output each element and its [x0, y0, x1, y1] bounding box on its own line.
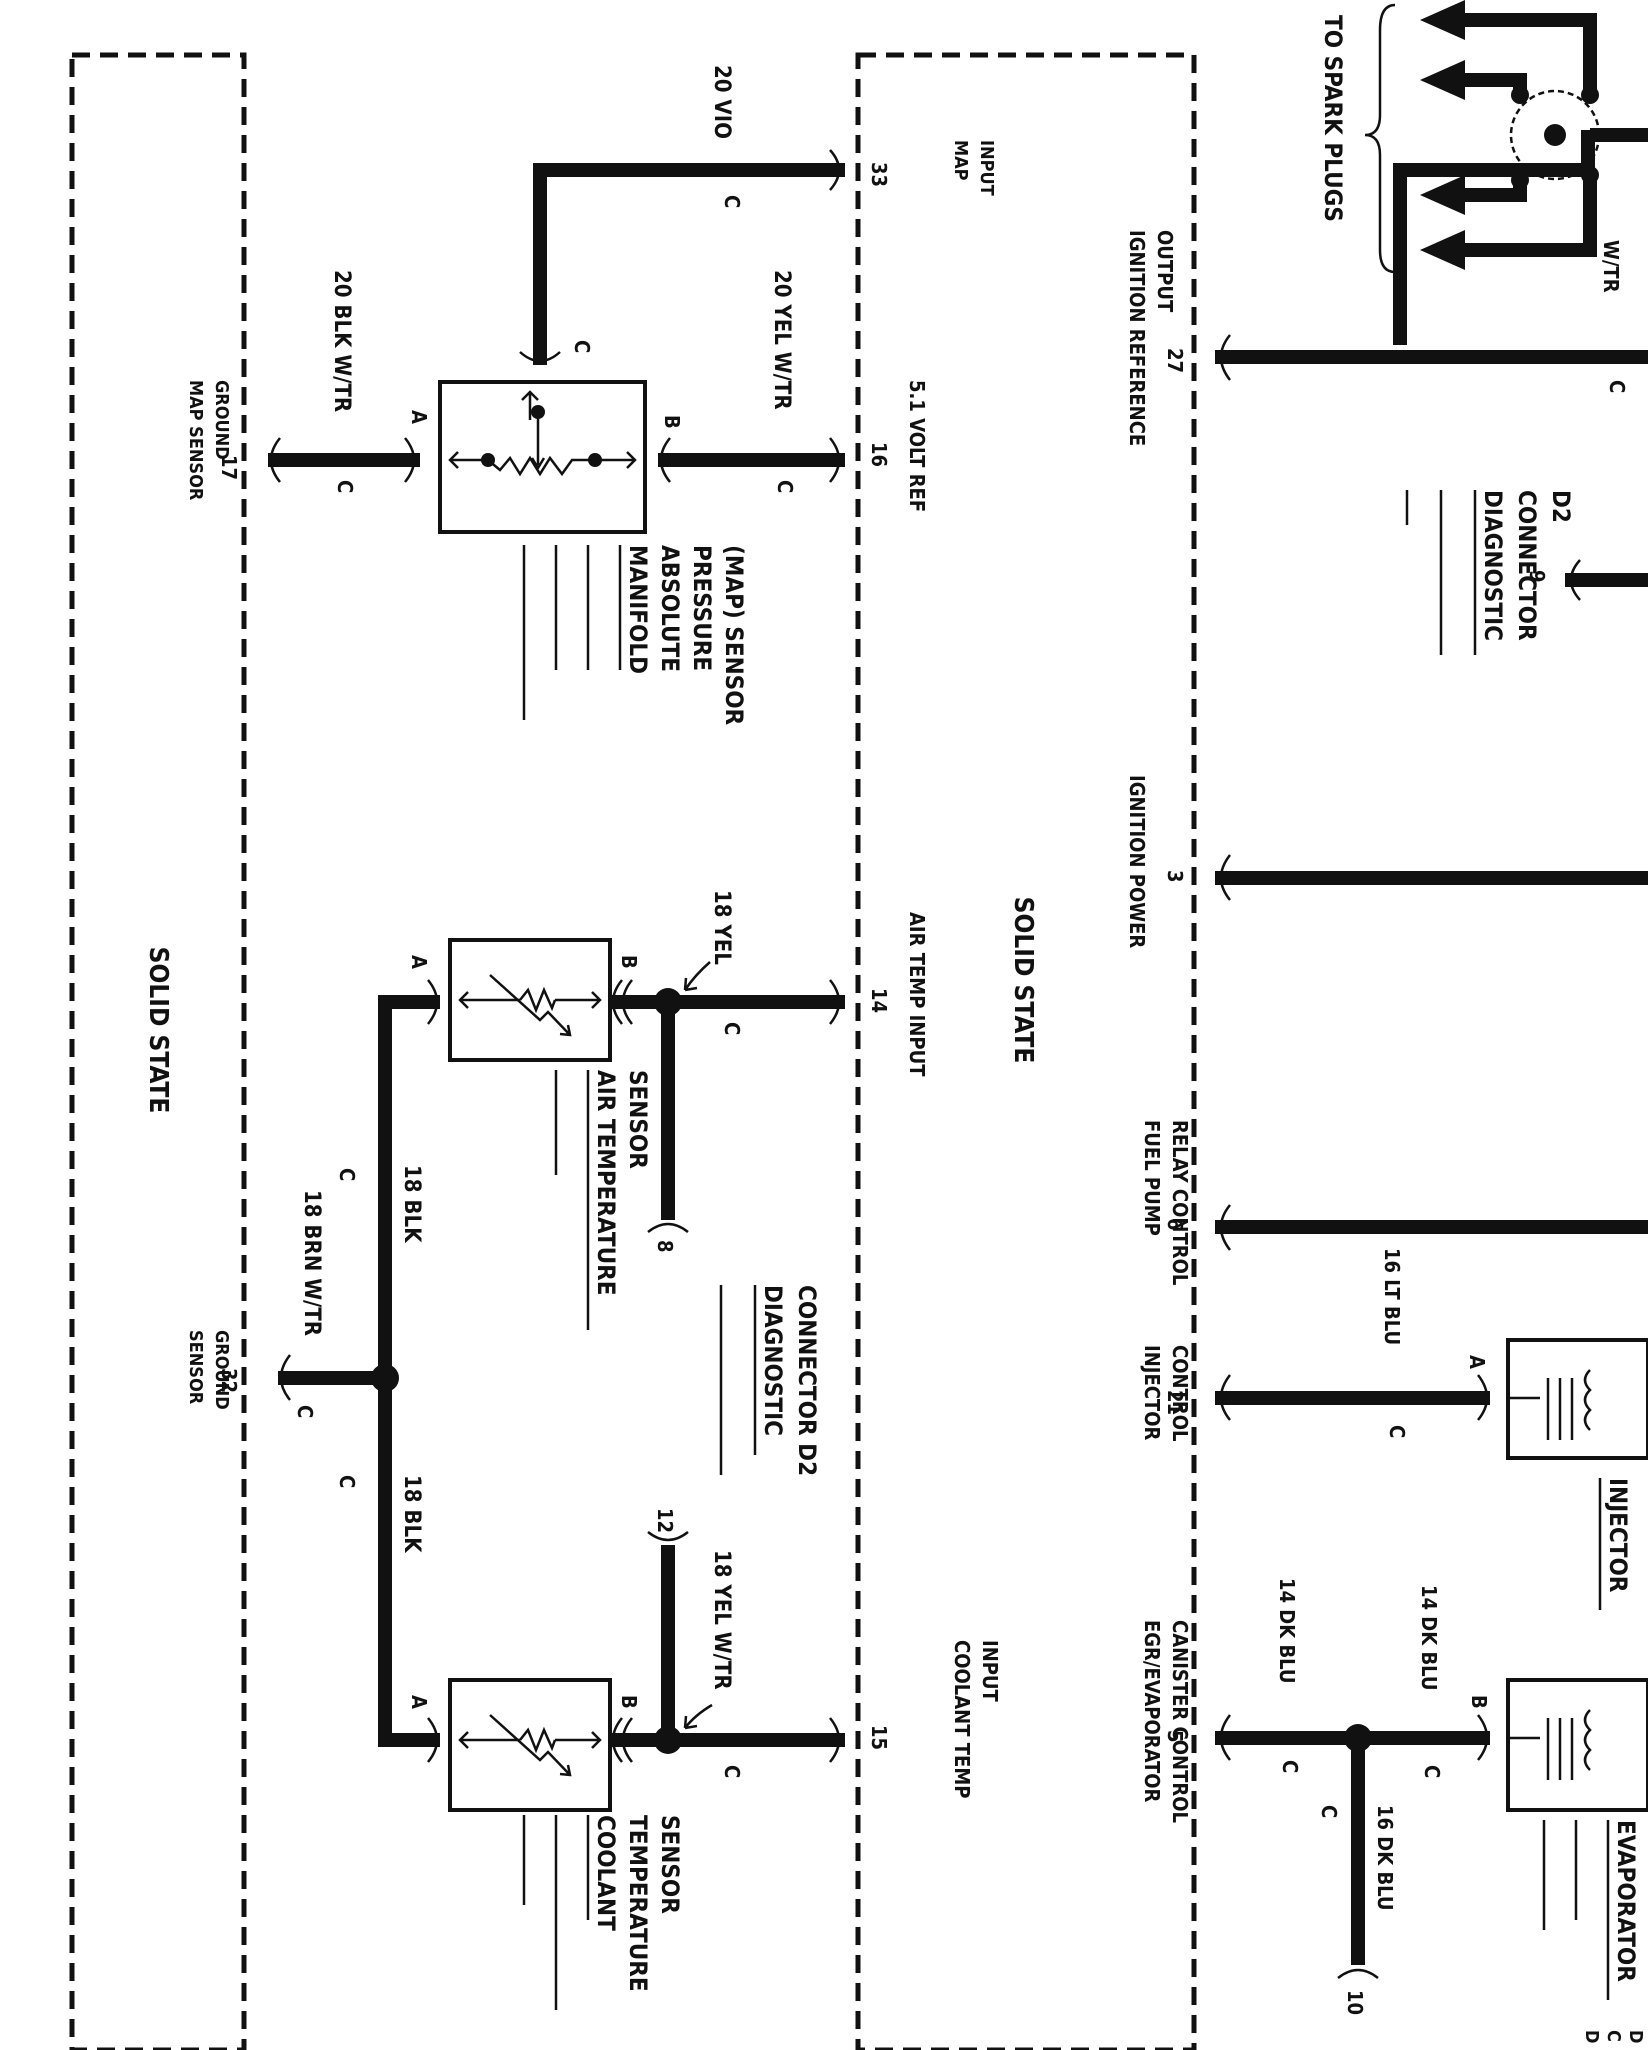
- ign-power-num: 3: [1163, 870, 1187, 883]
- conn-c-lower: C: [335, 1475, 359, 1488]
- coolant-sensor-b-term: [611, 1717, 640, 1763]
- diag-top-num: 9: [1525, 570, 1549, 583]
- egr-branch-wire: 16 DK BLU: [1373, 1805, 1397, 1911]
- air-temp-label: AIR TEMP INPUT: [905, 912, 929, 1077]
- fuel-pump-num: 6: [1163, 1218, 1187, 1231]
- air-pin-a: A: [407, 955, 431, 969]
- map-sensor-symbol: [438, 380, 647, 534]
- coolant-wire-color: 18 YEL W/TR: [709, 1550, 734, 1690]
- coolant-pin-a: A: [407, 1695, 431, 1709]
- air-pin-b: B: [617, 955, 641, 969]
- diag-bottom-num: 10: [1343, 1990, 1367, 2015]
- injector-pin-a: A: [1465, 1355, 1489, 1369]
- spark-wire-color: W/TR: [1599, 240, 1623, 293]
- map-gnd-wire-color: 20 BLK W/TR: [329, 270, 354, 412]
- ref-5v-num: 16: [867, 442, 891, 467]
- ign-ref-wire: [1215, 334, 1648, 381]
- air-temp-sensor-symbol: [448, 938, 612, 1062]
- edge-letter-0: D: [1625, 2030, 1646, 2043]
- air-temp-wire-color: 18 YEL: [709, 890, 734, 965]
- ref-5v-label: 5.1 VOLT REF: [905, 380, 929, 512]
- evap-title: EVAPORATORCANISTERSOLENOID: [1612, 1820, 1648, 1982]
- fuel-pump-wire: [1215, 1204, 1648, 1251]
- ref-5v-conn: C: [773, 480, 797, 493]
- egr-branch-conn: C: [1317, 1805, 1341, 1818]
- air-temp-sensor-b-term: [611, 979, 640, 1025]
- injector-wire: [1215, 1374, 1490, 1421]
- egr-conn-left: C: [1278, 1760, 1302, 1773]
- module-left-outline: [69, 52, 247, 2050]
- injector-num: 21: [1163, 1390, 1187, 1415]
- conn-c-upper: C: [335, 1168, 359, 1181]
- map-gnd-conn: C: [333, 480, 357, 493]
- map-gnd-num: 17: [217, 455, 241, 480]
- ign-power-wire: [1215, 854, 1648, 901]
- blk-lower: 18 BLK: [399, 1475, 424, 1553]
- egr-wire: [1215, 1714, 1490, 1979]
- spark-plug-distributor: [1364, 0, 1648, 345]
- injector-wire-conn: C: [1385, 1425, 1409, 1438]
- map-gnd-wire: [268, 437, 420, 483]
- egr-wire-left: 14 DK BLU: [1275, 1578, 1299, 1684]
- map-pin-c: C: [570, 340, 594, 353]
- coolant-conn: C: [720, 1765, 744, 1778]
- map-input-wire: [519, 149, 845, 365]
- map-pin-a: A: [407, 410, 431, 424]
- module-left-label: SOLID STATE: [143, 947, 173, 1114]
- spark-wire-conn: C: [1605, 380, 1629, 393]
- air-temp-conn: C: [720, 1022, 744, 1035]
- map-pin-b: B: [660, 415, 684, 429]
- egr-num: 5: [1163, 1730, 1187, 1743]
- evap-solenoid-symbol: [1506, 1678, 1648, 1812]
- coolant-num: 15: [867, 1725, 891, 1750]
- map-input-num: 33: [867, 162, 891, 187]
- sensor-gnd-conn: C: [293, 1405, 317, 1418]
- air-temp-num: 14: [867, 988, 891, 1013]
- ign-power-label: IGNITION POWER: [1125, 775, 1149, 948]
- spark-plugs-label: TO SPARK PLUGS: [1319, 15, 1347, 222]
- edge-letter-1: C: [1603, 2030, 1624, 2042]
- ref-5v-wire-color: 20 YEL W/TR: [769, 270, 794, 410]
- ref-5v-wire: [658, 437, 845, 483]
- evap-pin-b: B: [1467, 1695, 1491, 1709]
- diag-mid-num12: 12: [653, 1508, 677, 1533]
- sensor-gnd-num: 32: [217, 1368, 241, 1393]
- egr-conn-right: C: [1420, 1765, 1444, 1778]
- injector-title: INJECTOR: [1604, 1478, 1632, 1593]
- egr-wire-right: 14 DK BLU: [1417, 1585, 1441, 1691]
- ign-ref-num: 27: [1163, 348, 1187, 373]
- coolant-pin-b: B: [617, 1695, 641, 1709]
- coolant-wire: [620, 1531, 845, 1763]
- module-center-label: SOLID STATE: [1008, 897, 1038, 1064]
- sensor-ground-bus: [278, 979, 440, 1763]
- injector-wire-color: 16 LT BLU: [1380, 1248, 1404, 1345]
- coolant-sensor-symbol: [448, 1678, 612, 1812]
- module-center-outline: [855, 52, 1197, 2050]
- air-temp-wire: [620, 961, 845, 1233]
- blk-upper: 18 BLK: [399, 1165, 424, 1243]
- brn-wire: 18 BRN W/TR: [299, 1190, 324, 1336]
- map-input-wire-color: 20 VIO: [709, 65, 734, 139]
- injector-symbol: [1506, 1338, 1648, 1460]
- diag-mid-num8: 8: [653, 1240, 677, 1253]
- map-input-conn: C: [720, 195, 744, 208]
- edge-letter-2: D: [1581, 2030, 1602, 2043]
